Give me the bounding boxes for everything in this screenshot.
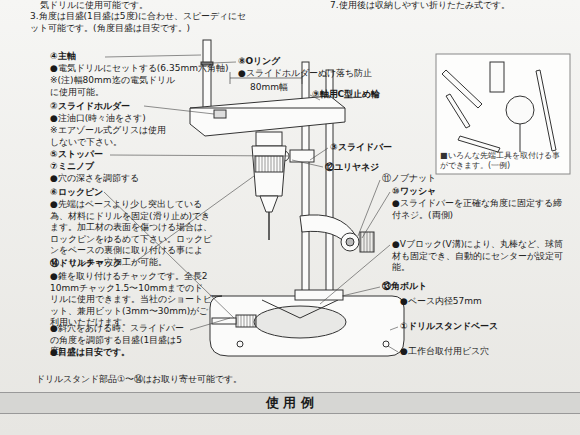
- note-text: ●工作台取付用ビス穴: [400, 346, 540, 358]
- note-text: ※エアゾール式グリスは使用しないで下さい。: [50, 125, 172, 148]
- note-text: ●ベース内径57mm: [400, 296, 520, 308]
- part-name: ①ドリルスタンドベース: [400, 321, 540, 333]
- part-name: ⑫ユリヤネジ: [325, 162, 405, 174]
- note-text: ●錐を取り付けるチャックです。全長210mmチャック1.5〜10mmまでのドリル…: [50, 271, 212, 329]
- note-text: ●穴の深さを調節する: [50, 173, 200, 185]
- part-name: ⑬角ボルト: [382, 281, 462, 293]
- tool-example-caption: ■いろんな先端工具を取付ける事ができます。(一例): [436, 150, 570, 174]
- note-text: ドリルスタンド部品①〜⑭はお取り寄せ可能です。: [36, 374, 336, 386]
- part-name: ⑨軸用C型止め輪: [312, 89, 422, 101]
- note-text: ●電気ドリルにセットする(6.35mm六角軸): [50, 63, 230, 75]
- note-text: ●スライドホルダーぬけ落ち防止: [238, 68, 378, 80]
- part-name: ②スライドホルダー: [50, 101, 170, 113]
- part-name: ⑭ドリルチャック: [50, 258, 160, 270]
- note-text: ⑪ノブナット: [382, 173, 462, 185]
- note-text: ●注油口(時々油をさす): [50, 113, 200, 125]
- note-text: 3.角度は目盛(1目盛は5度)に合わせ、スピーディにセット可能です。(角度目盛は…: [30, 11, 252, 34]
- band-heading: 使 用 例: [0, 393, 580, 413]
- note-text: ●スライドバーを正確な角度に固定する締付ネジ。(両側): [392, 198, 568, 221]
- note-text: 気ドリルに使用可能です。: [40, 0, 260, 12]
- caption-text: ■いろんな先端工具を取付ける事ができます。(一例): [440, 151, 566, 171]
- part-name: ⑩ワッシャ: [392, 186, 462, 198]
- note-text: 7.使用後は収納しやすい折りたたみ式です。: [330, 0, 576, 12]
- part-name: ⑥ロックピン: [50, 187, 160, 199]
- note-text: ●先端はベースより少し突出している為、材料にドリルを固定(滑り止め)できます。加…: [50, 199, 212, 268]
- part-name: ③スライドバー: [330, 142, 420, 154]
- usage-example-band: 使 用 例: [0, 392, 580, 414]
- note-text: ※(注)幅80mm迄の電気ドリルに使用可能。: [50, 75, 182, 98]
- part-name: ⑤ストッパー: [50, 149, 160, 161]
- part-name: ⑦ミニノブ: [50, 161, 160, 173]
- note-text: ●Vブロック(V溝)により、丸棒など、球筒材も固定でき、自動的にセンターが設定可…: [392, 239, 568, 274]
- part-name: ●目盛は目安です。: [50, 347, 190, 359]
- note-text: 80mm幅: [250, 82, 310, 94]
- part-name: ④主軸: [50, 51, 170, 63]
- part-name: ⑧Oリング: [238, 56, 318, 68]
